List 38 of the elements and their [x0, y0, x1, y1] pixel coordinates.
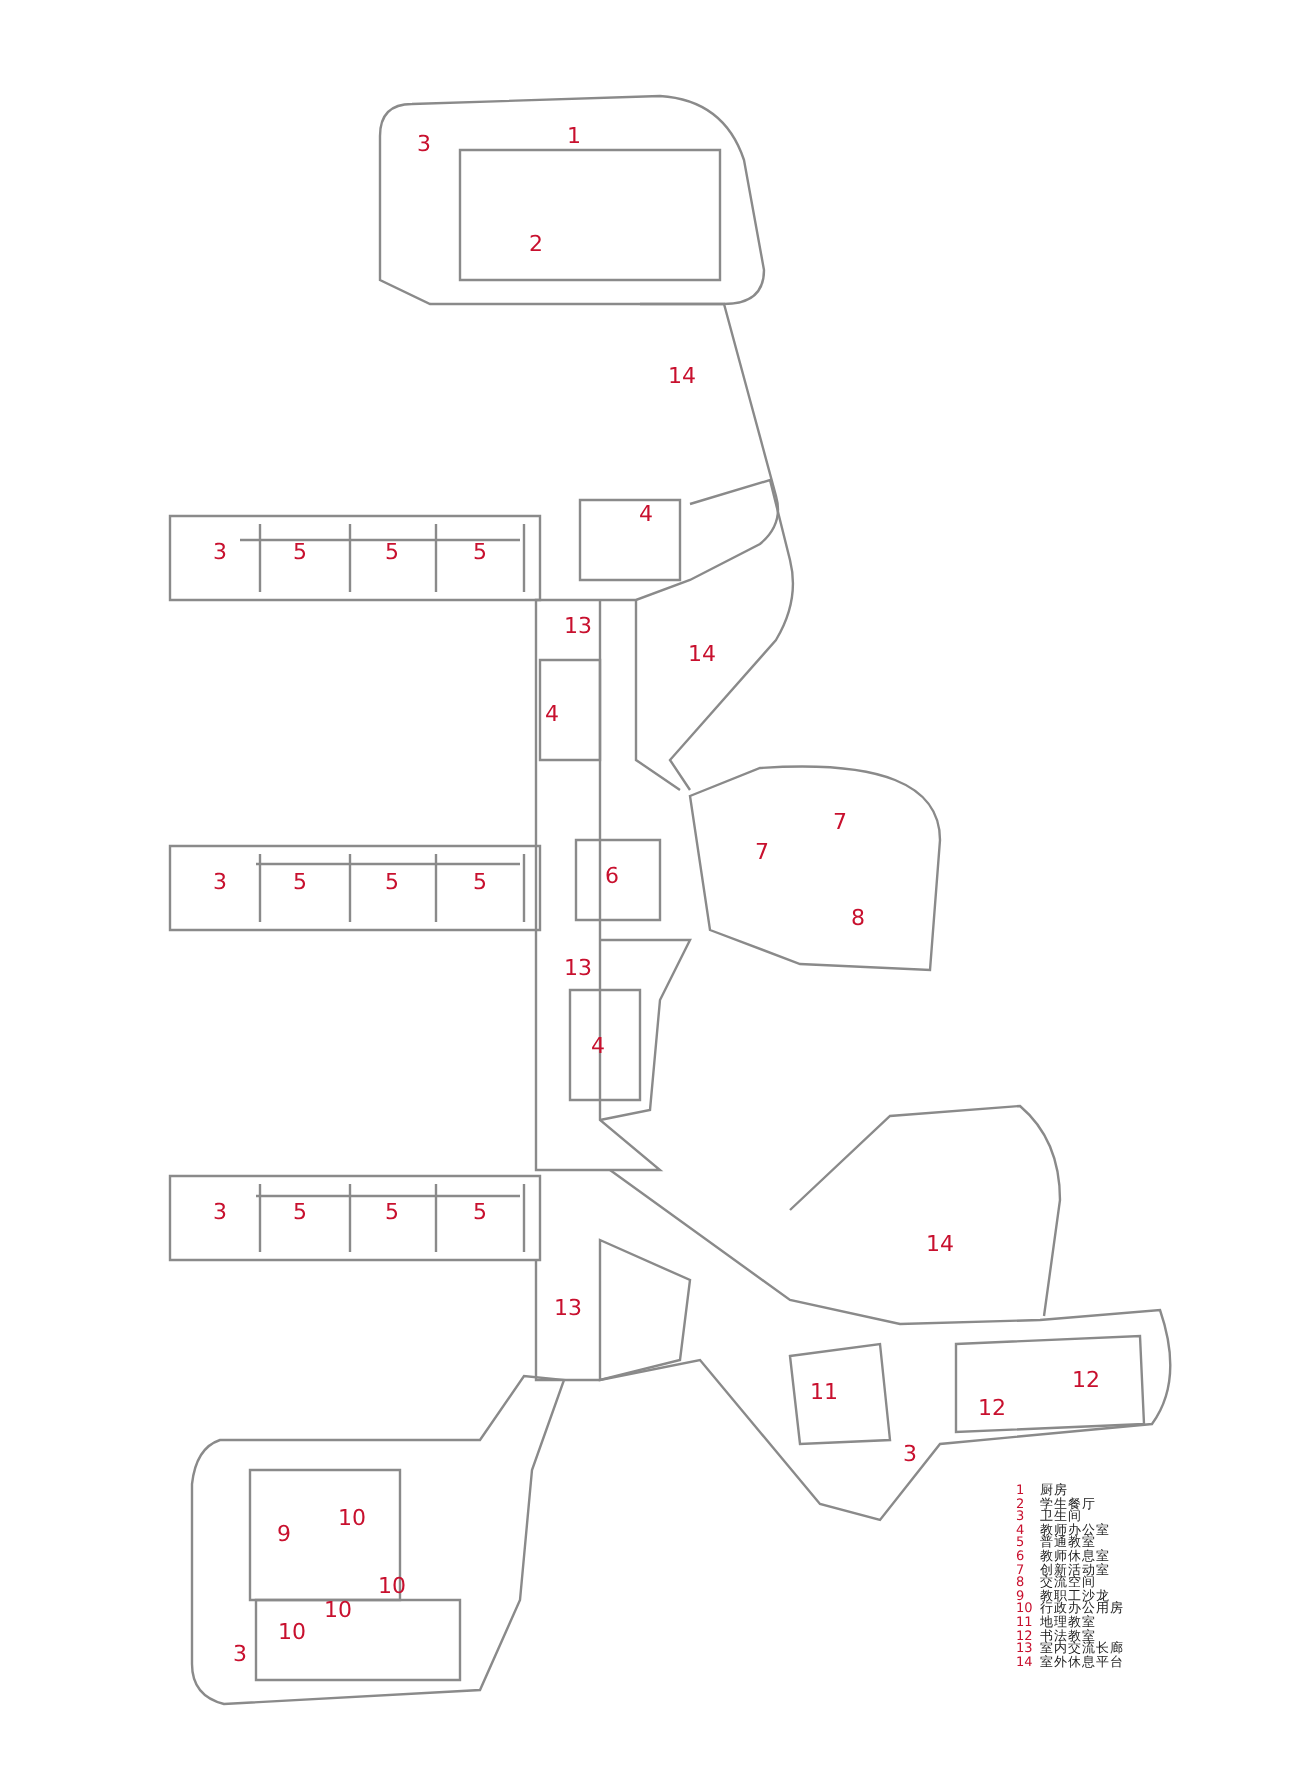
- room-number: 9: [277, 1523, 291, 1545]
- room-number: 10: [278, 1621, 306, 1643]
- room-number: 10: [324, 1599, 352, 1621]
- room-number: 14: [688, 643, 716, 665]
- room-number: 3: [213, 1201, 227, 1223]
- room-number: 3: [417, 133, 431, 155]
- room-number: 4: [591, 1035, 605, 1057]
- room-number: 10: [338, 1507, 366, 1529]
- room-number: 5: [385, 1201, 399, 1223]
- room-number: 14: [926, 1233, 954, 1255]
- room-number: 4: [545, 703, 559, 725]
- room-number: 14: [668, 365, 696, 387]
- room-number: 5: [385, 541, 399, 563]
- room-number: 12: [1072, 1369, 1100, 1391]
- room-number: 5: [473, 1201, 487, 1223]
- room-number: 3: [213, 541, 227, 563]
- room-number: 7: [833, 811, 847, 833]
- room-number: 3: [903, 1443, 917, 1465]
- room-number: 8: [851, 907, 865, 929]
- room-number: 6: [605, 865, 619, 887]
- room-number: 7: [755, 841, 769, 863]
- room-number: 5: [293, 1201, 307, 1223]
- room-number: 5: [385, 871, 399, 893]
- room-number: 10: [378, 1575, 406, 1597]
- room-number: 4: [639, 503, 653, 525]
- room-number: 5: [293, 871, 307, 893]
- room-number: 12: [978, 1397, 1006, 1419]
- room-number: 13: [564, 957, 592, 979]
- room-number: 3: [233, 1643, 247, 1665]
- room-number: 1: [567, 125, 581, 147]
- room-number: 13: [554, 1297, 582, 1319]
- room-number: 11: [810, 1381, 838, 1403]
- room-number: 2: [529, 233, 543, 255]
- room-number: 3: [213, 871, 227, 893]
- room-number: 5: [473, 541, 487, 563]
- room-number: 5: [473, 871, 487, 893]
- room-number: 5: [293, 541, 307, 563]
- room-number: 13: [564, 615, 592, 637]
